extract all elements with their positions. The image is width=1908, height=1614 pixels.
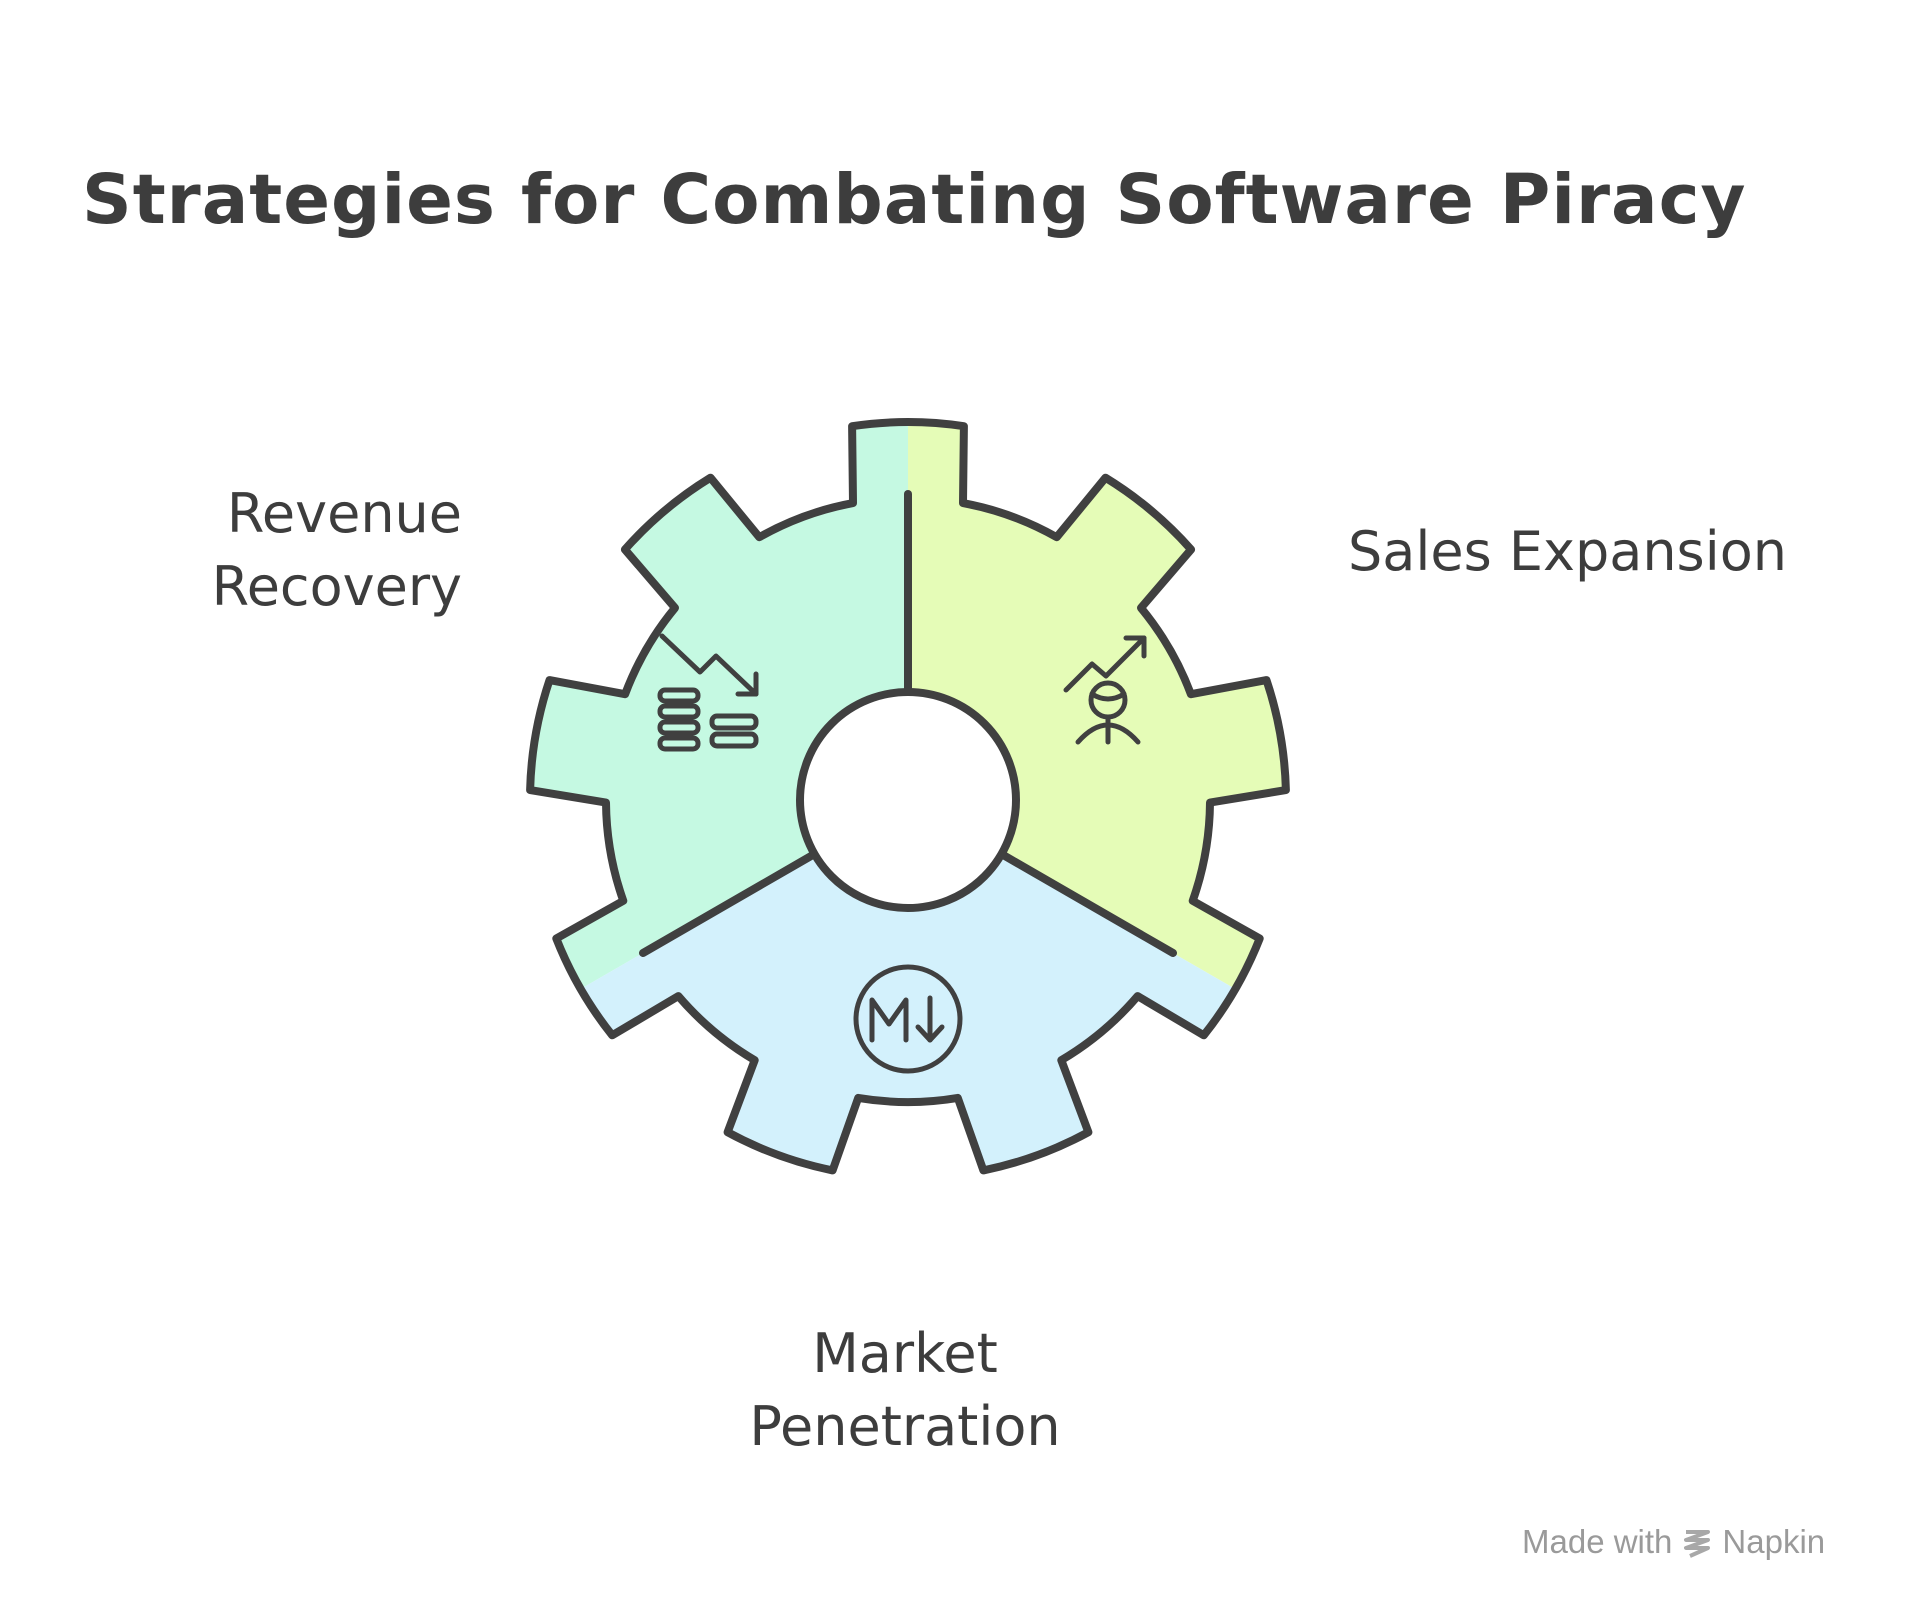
gear-hub	[796, 688, 1020, 912]
segment-label-market-penetration: Market Penetration	[700, 1317, 1110, 1463]
declining-coins-icon	[657, 633, 759, 752]
footer-made-with: Made with	[1522, 1523, 1673, 1560]
segment-label-revenue-recovery: Revenue Recovery	[212, 477, 462, 623]
page-title: Strategies for Combating Software Piracy	[82, 160, 1747, 240]
markdown-down-icon	[853, 964, 963, 1074]
segment-divider	[639, 850, 819, 957]
label-line: Penetration	[749, 1395, 1061, 1458]
footer-brand: Napkin	[1722, 1523, 1826, 1560]
growth-person-icon	[1063, 635, 1147, 745]
segment-label-sales-expansion: Sales Expansion	[1348, 515, 1787, 588]
label-line: Revenue	[226, 482, 462, 545]
segment-divider	[997, 850, 1177, 957]
label-line: Recovery	[211, 555, 462, 618]
napkin-logo-icon	[1684, 1530, 1711, 1558]
gear-outline	[526, 418, 1290, 1175]
label-line: Sales Expansion	[1348, 520, 1787, 583]
label-line: Market	[812, 1322, 998, 1385]
made-with-napkin-footer: Made with Napkin	[1522, 1523, 1825, 1561]
